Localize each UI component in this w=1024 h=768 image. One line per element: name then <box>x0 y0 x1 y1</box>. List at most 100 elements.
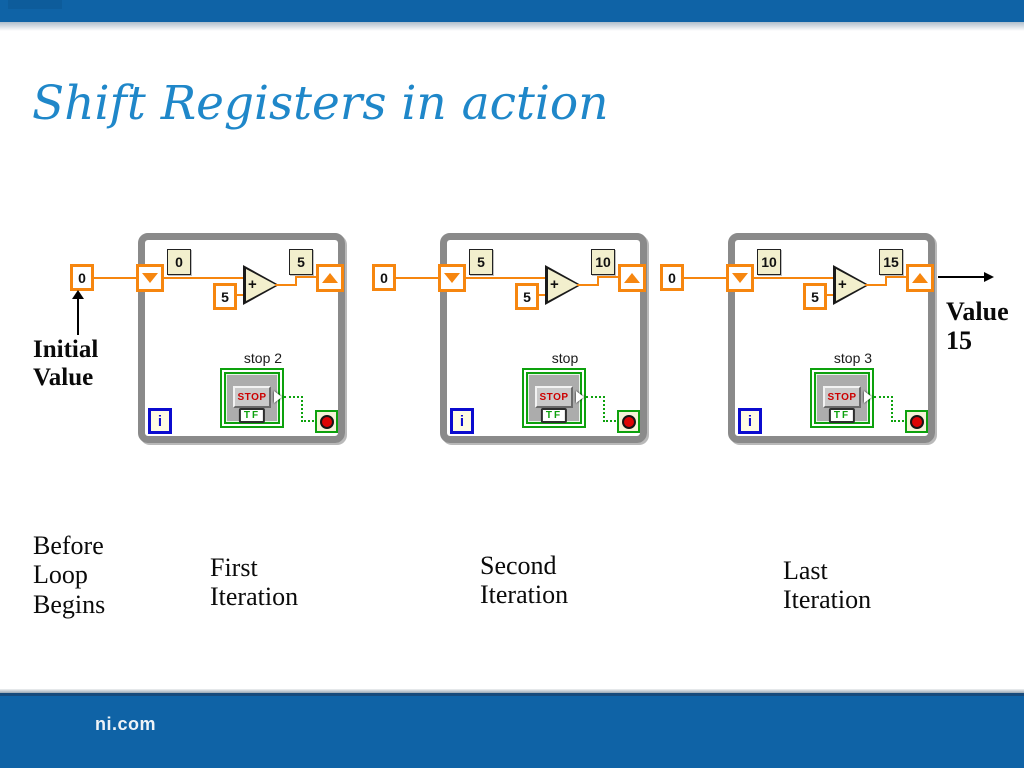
stop-button-label: stop 2 <box>243 350 283 366</box>
shift-register-down-icon <box>142 273 158 283</box>
while-loop-border <box>728 233 935 443</box>
wire <box>295 276 318 278</box>
stop-button-panel: STOP TF <box>526 372 584 424</box>
stop-sign-icon <box>319 414 334 429</box>
arrow-up-icon <box>72 290 84 299</box>
header-bar <box>0 0 1024 22</box>
wire <box>164 277 244 279</box>
increment-constant: 5 <box>515 283 539 310</box>
stop-button-face: STOP <box>823 386 861 408</box>
boolean-tf-badge: TF <box>238 408 266 423</box>
result-value-label: Value 15 <box>946 297 1009 356</box>
boolean-wire <box>891 420 907 422</box>
boolean-wire <box>891 396 893 422</box>
shift-register-up-icon <box>322 273 338 283</box>
wire <box>577 284 599 286</box>
boolean-tf-badge: TF <box>828 408 856 423</box>
ni-com-label: ni.com <box>95 714 157 734</box>
wire <box>865 284 887 286</box>
shift-register-right <box>316 264 344 292</box>
shift-register-right <box>618 264 646 292</box>
while-loop-border <box>138 233 345 443</box>
loop-condition-terminal <box>617 410 640 433</box>
boolean-wire <box>284 396 303 398</box>
shift-register-left <box>726 264 754 292</box>
result-indicator: 10 <box>591 249 615 275</box>
loop-condition-terminal <box>905 410 928 433</box>
stop-button-face: STOP <box>233 386 271 408</box>
previous-value-indicator: 0 <box>167 249 191 275</box>
boolean-wire <box>301 420 317 422</box>
wire <box>597 276 620 278</box>
wire <box>466 277 546 279</box>
footer-edge <box>0 693 1024 696</box>
header-accent <box>8 0 62 9</box>
slide-title: Shift Registers in action <box>32 76 609 131</box>
shift-register-left <box>438 264 466 292</box>
boolean-output-icon <box>864 391 872 403</box>
wire <box>885 276 908 278</box>
stop-button: STOP TF <box>220 368 284 428</box>
footer-divider <box>0 689 1024 693</box>
while-loop-diagram-2: 0 5 5 + 10 stop STOP TF <box>372 233 672 447</box>
boolean-wire <box>301 396 303 422</box>
stop-sign-icon <box>909 414 924 429</box>
iteration-terminal: i <box>738 408 762 434</box>
boolean-tf-badge: TF <box>540 408 568 423</box>
stop-button-face: STOP <box>535 386 573 408</box>
result-indicator: 15 <box>879 249 903 275</box>
increment-constant: 5 <box>803 283 827 310</box>
initial-constant: 0 <box>660 264 684 291</box>
wire <box>754 277 834 279</box>
stop-button-label: stop 3 <box>833 350 873 366</box>
caption-last-iteration: Last Iteration <box>783 556 872 615</box>
wire <box>597 276 599 286</box>
result-indicator: 5 <box>289 249 313 275</box>
plus-icon: + <box>550 276 559 293</box>
caption-before-loop: Before Loop Begins <box>33 531 106 619</box>
output-arrow <box>938 276 986 278</box>
initial-value-arrow <box>77 298 79 335</box>
previous-value-indicator: 5 <box>469 249 493 275</box>
wire <box>885 276 887 286</box>
stop-button-panel: STOP TF <box>224 372 282 424</box>
shift-register-up-icon <box>912 273 928 283</box>
while-loop-diagram-3: 0 10 5 + 15 stop 3 STOP TF <box>660 233 960 447</box>
while-loop-border <box>440 233 647 443</box>
boolean-wire <box>586 396 605 398</box>
plus-icon: + <box>838 276 847 293</box>
footer-bar: ni.com <box>0 693 1024 768</box>
wire <box>396 277 440 279</box>
stop-sign-icon <box>621 414 636 429</box>
stop-button: STOP TF <box>810 368 874 428</box>
increment-constant: 5 <box>213 283 237 310</box>
boolean-wire <box>603 396 605 422</box>
caption-first-iteration: First Iteration <box>210 553 299 612</box>
shift-register-left <box>136 264 164 292</box>
initial-constant: 0 <box>372 264 396 291</box>
wire <box>275 284 297 286</box>
stop-button-panel: STOP TF <box>814 372 872 424</box>
loop-condition-terminal <box>315 410 338 433</box>
initial-constant: 0 <box>70 264 94 291</box>
boolean-wire <box>603 420 619 422</box>
caption-second-iteration: Second Iteration <box>480 551 569 610</box>
stop-button: STOP TF <box>522 368 586 428</box>
iteration-terminal: i <box>450 408 474 434</box>
boolean-output-icon <box>274 391 282 403</box>
wire <box>684 277 728 279</box>
header-shadow <box>0 22 1024 31</box>
wire <box>295 276 297 286</box>
shift-register-down-icon <box>732 273 748 283</box>
boolean-output-icon <box>576 391 584 403</box>
while-loop-diagram-1: 0 0 5 + 5 stop 2 STOP TF <box>70 233 370 447</box>
shift-register-up-icon <box>624 273 640 283</box>
shift-register-right <box>906 264 934 292</box>
arrow-right-icon <box>984 272 994 282</box>
iteration-terminal: i <box>148 408 172 434</box>
boolean-wire <box>874 396 893 398</box>
plus-icon: + <box>248 276 257 293</box>
shift-register-down-icon <box>444 273 460 283</box>
stop-button-label: stop <box>551 350 579 366</box>
